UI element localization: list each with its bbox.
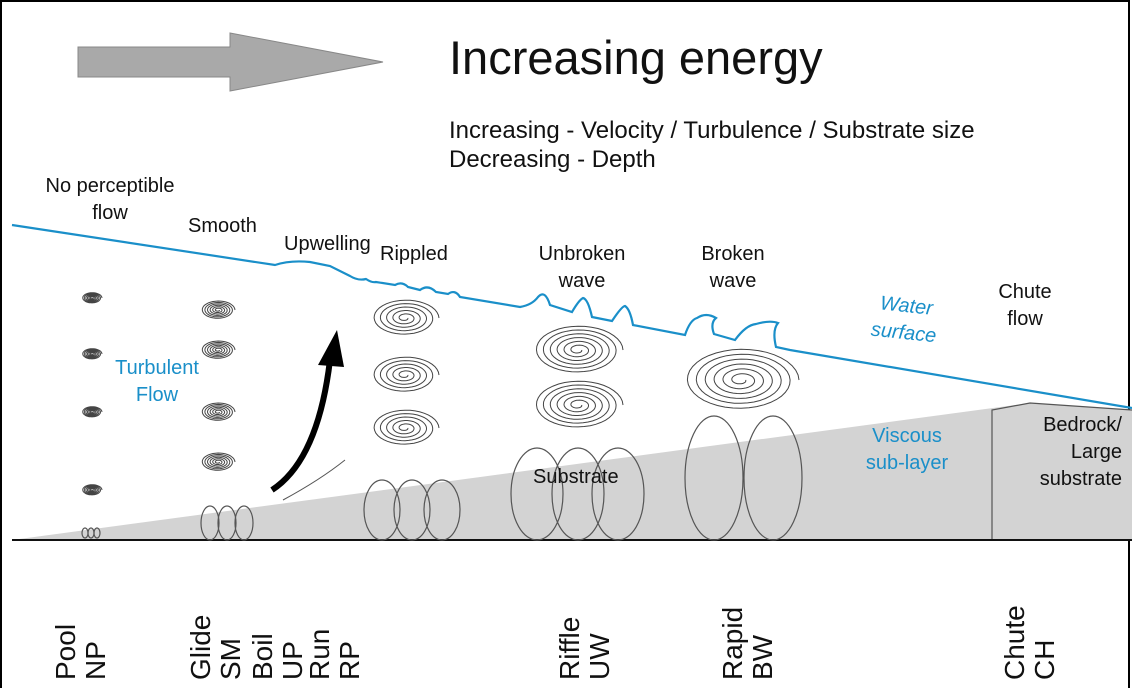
label-smooth: Smooth xyxy=(188,215,257,237)
eddy-spiral xyxy=(373,409,440,445)
label-unbroken-wave: Unbroken wave xyxy=(538,243,626,292)
unit-pool-name: Pool xyxy=(50,623,81,680)
boil-arrow xyxy=(270,359,333,493)
title: Increasing energy xyxy=(449,31,823,84)
label-bedrock: Bedrock/ Large substrate xyxy=(1039,414,1122,490)
eddy-spiral xyxy=(535,380,624,428)
unit-glide-code: SM xyxy=(215,638,246,680)
eddy-spiral xyxy=(82,484,103,496)
label-upwelling: Upwelling xyxy=(284,233,371,255)
eddy-spirals xyxy=(82,292,800,496)
bedrock-block xyxy=(991,402,1132,540)
eddy-spiral xyxy=(82,406,103,418)
label-rippled: Rippled xyxy=(380,243,448,265)
substrate-ellipses xyxy=(81,415,803,541)
label-chute-flow: Chute flow xyxy=(998,281,1052,330)
energy-arrow xyxy=(77,32,384,92)
boil-arrowhead xyxy=(318,330,344,367)
unit-glide-name: Glide xyxy=(185,614,216,680)
unit-glide: Glide SM xyxy=(185,614,246,680)
boil-streak xyxy=(282,459,346,501)
unit-run: Run RP xyxy=(304,628,365,680)
unit-run-code: RP xyxy=(334,641,365,680)
unit-riffle: Riffle UW xyxy=(554,616,615,680)
label-no-perceptible-flow: No perceptible flow xyxy=(45,175,175,224)
label-viscous-sub-layer: Viscous sub-layer xyxy=(865,425,949,474)
unit-boil: Boil UP xyxy=(247,633,308,680)
unit-riffle-name: Riffle xyxy=(554,616,585,680)
eddy-spiral xyxy=(686,348,800,409)
unit-pool: Pool NP xyxy=(50,623,111,680)
eddy-spiral xyxy=(201,340,236,359)
eddy-spiral xyxy=(373,299,440,335)
eddy-spiral xyxy=(201,402,236,421)
eddy-spiral xyxy=(201,452,236,471)
subtitle-line-2: Decreasing - Depth xyxy=(449,146,656,173)
label-water-surface: Water surface xyxy=(869,292,938,348)
eddy-spiral xyxy=(82,292,103,304)
label-substrate: Substrate xyxy=(533,466,619,488)
unit-rapid-code: BW xyxy=(747,634,778,680)
unit-run-name: Run xyxy=(304,628,335,680)
eddy-spiral xyxy=(535,325,624,373)
eddy-spiral xyxy=(373,356,440,392)
unit-chute-code: CH xyxy=(1029,639,1060,680)
unit-rapid-name: Rapid xyxy=(717,606,748,680)
subtitle-line-1: Increasing - Velocity / Turbulence / Sub… xyxy=(449,117,975,144)
unit-chute: Chute CH xyxy=(999,605,1060,680)
substrate-wedge xyxy=(12,403,1132,540)
label-broken-wave: Broken wave xyxy=(701,243,765,292)
unit-riffle-code: UW xyxy=(584,633,615,680)
unit-rapid: Rapid BW xyxy=(717,606,778,680)
label-turbulent-flow: Turbulent Flow xyxy=(115,357,199,406)
eddy-spiral xyxy=(82,348,103,360)
water-surface-line xyxy=(11,223,1132,410)
unit-chute-name: Chute xyxy=(999,605,1030,680)
eddy-spiral xyxy=(201,300,236,319)
unit-boil-name: Boil xyxy=(247,633,278,680)
unit-pool-code: NP xyxy=(80,641,111,680)
